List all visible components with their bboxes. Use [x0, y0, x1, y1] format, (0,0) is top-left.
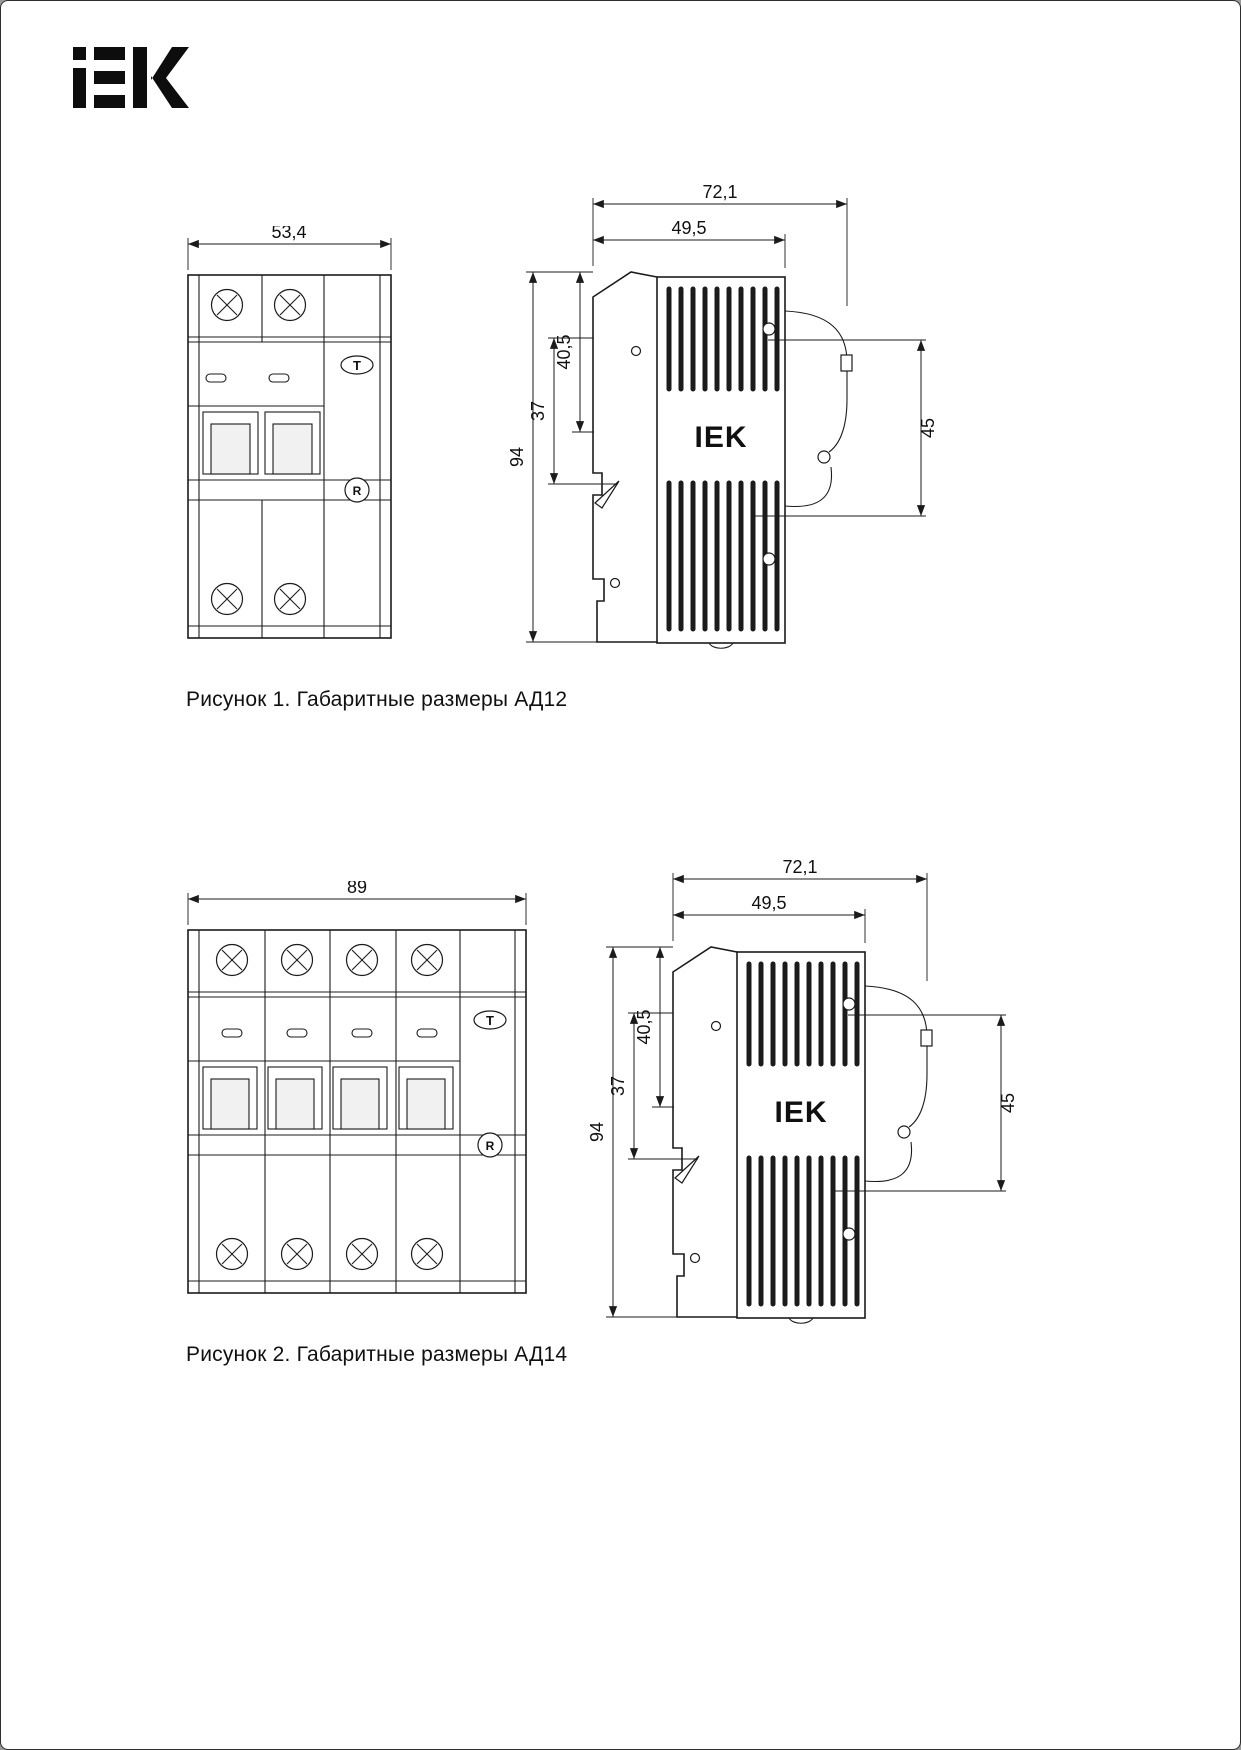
dim-body-width: 49,5 [751, 893, 786, 913]
dim-body-width: 49,5 [671, 218, 706, 238]
figure1-caption: Рисунок 1. Габаритные размеры АД12 [186, 688, 568, 711]
figure2-front-view: 89 [176, 881, 541, 1311]
figure2-side-view: 72,1 49,5 94 40,5 37 45 [587, 857, 1018, 1336]
dim-front-width: 89 [347, 881, 367, 897]
side-view-drawing [593, 272, 852, 648]
dim-overall-width: 72,1 [702, 182, 737, 202]
dim-37: 37 [528, 401, 548, 421]
dim-40-5: 40,5 [554, 334, 574, 369]
front-view-drawing [188, 275, 391, 638]
front-view-drawing [188, 930, 526, 1293]
dim-rail-span: 45 [918, 418, 938, 438]
dim-height: 94 [507, 447, 527, 467]
iek-logo-mark [73, 47, 189, 108]
dim-37: 37 [608, 1076, 628, 1096]
figure2-caption: Рисунок 2. Габаритные размеры АД14 [186, 1343, 568, 1366]
iek-logo: IEK [73, 47, 203, 114]
figure1-side-view: 72,1 49,5 94 40,5 37 45 [507, 182, 938, 661]
dim-height: 94 [587, 1122, 607, 1142]
dim-front-width: 53,4 [271, 226, 306, 242]
figure1-front-view: 53,4 [176, 226, 406, 656]
side-view-drawing [673, 947, 932, 1323]
dim-rail-span: 45 [998, 1093, 1018, 1113]
dim-overall-width: 72,1 [782, 857, 817, 877]
dim-40-5: 40,5 [634, 1009, 654, 1044]
